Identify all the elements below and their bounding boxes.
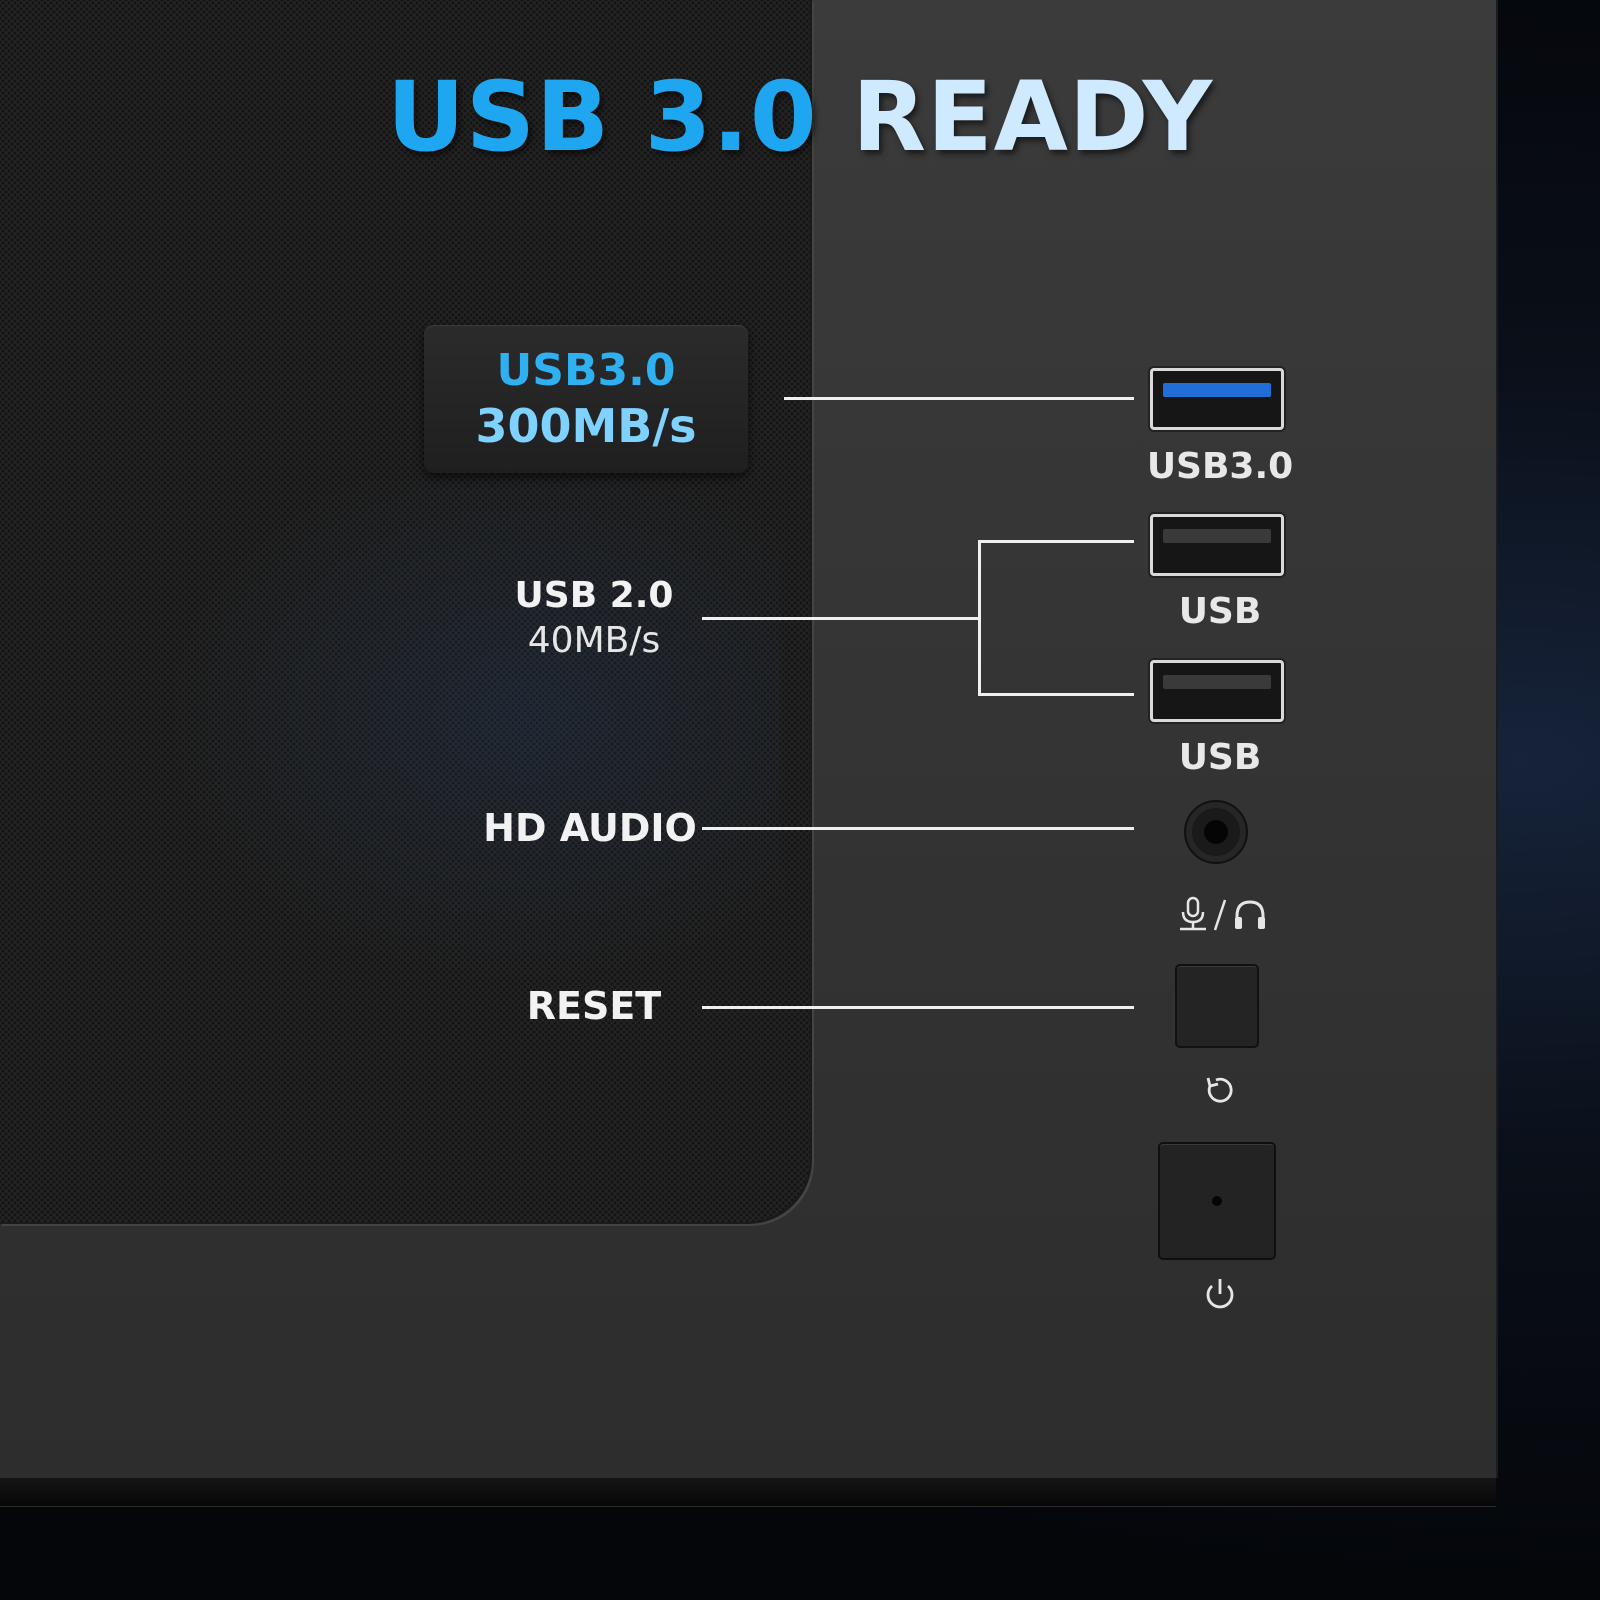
usb2-speed-label: 40MB/s: [527, 620, 661, 661]
reset-callout-line: [702, 1006, 1134, 1009]
microphone-icon: [1180, 896, 1206, 931]
usb3-speed-badge: USB3.0 300MB/s: [424, 325, 748, 473]
usb2-label: USB 2.0: [514, 575, 674, 616]
usb3-port-label: USB3.0: [1146, 446, 1294, 487]
usb2-port-top-tongue: [1163, 529, 1271, 543]
usb2-callout-line: [702, 617, 980, 620]
headphones-icon: [1235, 900, 1265, 929]
usb2-bracket-top: [978, 540, 1134, 543]
usb2-port-top-label: USB: [1178, 591, 1262, 632]
reset-button[interactable]: [1175, 964, 1259, 1048]
headline-usb: USB 3.0: [386, 61, 818, 173]
usb3-port[interactable]: [1150, 368, 1284, 430]
usb3-callout-line: [784, 397, 1134, 400]
audio-jack-hole: [1204, 820, 1228, 844]
usb3-port-tongue: [1163, 383, 1271, 397]
usb2-port-top[interactable]: [1150, 514, 1284, 576]
reset-label: RESET: [526, 984, 662, 1028]
usb2-bracket-vertical: [978, 540, 981, 696]
badge-title: USB3.0: [496, 345, 676, 396]
headline-ready: READY: [852, 61, 1214, 173]
usb2-port-bottom-tongue: [1163, 675, 1271, 689]
power-button[interactable]: [1158, 1142, 1276, 1260]
headline: USB 3.0 READY: [0, 62, 1600, 172]
power-icon: [1206, 1279, 1234, 1309]
panel-bottom-edge: [0, 1478, 1496, 1507]
usb2-bracket-bottom: [978, 693, 1134, 696]
mesh-grille: [0, 0, 812, 1224]
mesh-glow: [140, 480, 780, 1000]
hd-audio-label: HD AUDIO: [483, 806, 697, 850]
reset-arrow-icon: [1206, 1077, 1233, 1103]
usb2-port-bottom-label: USB: [1178, 737, 1262, 778]
usb2-port-bottom[interactable]: [1150, 660, 1284, 722]
audio-jack[interactable]: [1184, 800, 1248, 864]
power-led-dot: [1212, 1196, 1222, 1206]
audio-callout-line: [702, 827, 1134, 830]
slash-separator-icon: [1213, 899, 1227, 931]
badge-speed: 300MB/s: [475, 399, 697, 453]
